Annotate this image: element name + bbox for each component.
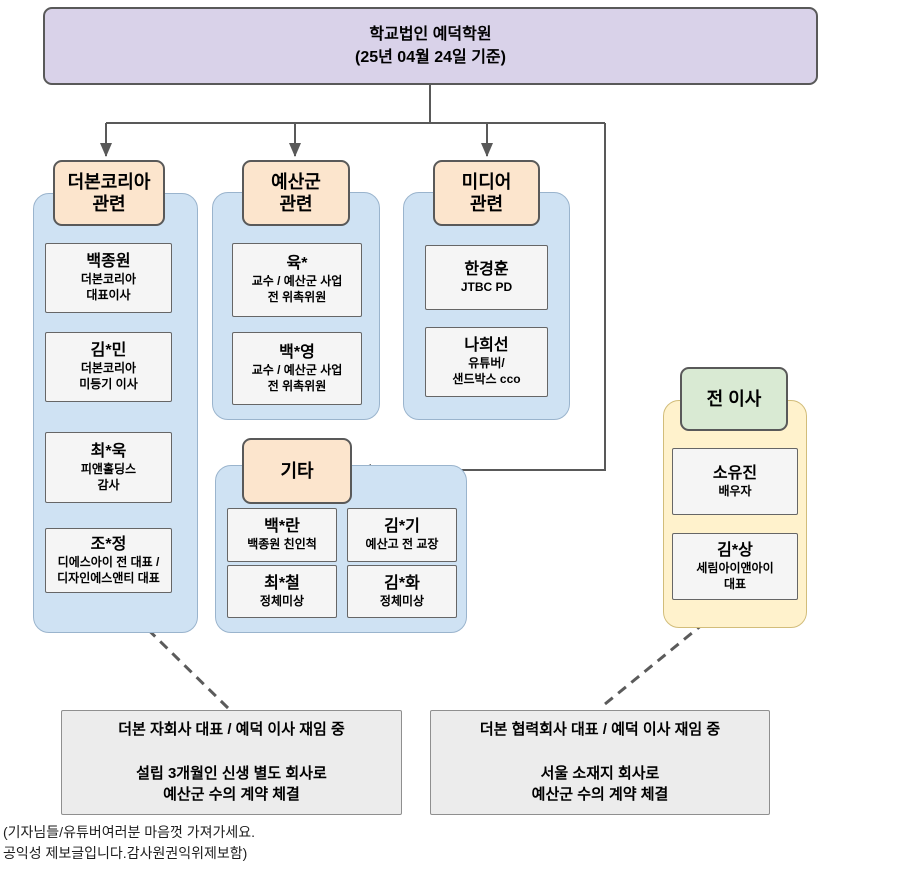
person-name: 백*영 xyxy=(279,343,315,361)
person-card: 백종원 더본코리아 대표이사 xyxy=(45,243,172,313)
root-org-date: (25년 04월 24일 기준) xyxy=(355,49,506,66)
person-card: 김*민 더본코리아 미등기 이사 xyxy=(45,332,172,402)
person-role: 정체미상 xyxy=(259,593,305,608)
person-role: 유튜버/ 샌드박스 cco xyxy=(452,356,521,386)
person-name: 최*철 xyxy=(264,574,300,592)
footer-caption: (기자님들/유튜버여러분 마음껏 가져가세요. 공익성 제보글입니다.감사원권익… xyxy=(3,824,256,861)
person-role: 예산고 전 교장 xyxy=(365,537,439,552)
person-card: 백*영 교수 / 예산군 사업 전 위촉위원 xyxy=(232,332,362,405)
person-card: 최*철 정체미상 xyxy=(227,565,337,618)
person-role: 백종원 친인척 xyxy=(247,537,317,552)
person-card: 김*기 예산고 전 교장 xyxy=(347,508,457,562)
person-role: 디에스아이 전 대표 / 디자인에스앤티 대표 xyxy=(57,554,160,585)
person-role: 교수 / 예산군 사업 전 위촉위원 xyxy=(251,274,343,304)
person-name: 김*민 xyxy=(90,342,127,360)
group-header-theborn: 더본코리아 관련 xyxy=(53,160,165,226)
group-header-former-director: 전 이사 xyxy=(680,367,788,431)
person-name: 백*란 xyxy=(264,518,300,536)
person-card: 조*정 디에스아이 전 대표 / 디자인에스앤티 대표 xyxy=(45,528,172,593)
person-role: 더본코리아 대표이사 xyxy=(80,272,137,302)
group-header-etc: 기타 xyxy=(242,438,352,504)
person-role: 세림아이앤아이 대표 xyxy=(696,560,774,591)
person-name: 김*화 xyxy=(384,574,420,592)
group-header-yesan: 예산군 관련 xyxy=(242,160,350,226)
person-card: 백*란 백종원 친인척 xyxy=(227,508,337,562)
person-name: 조*정 xyxy=(90,535,127,553)
root-org-box: 학교법인 예덕학원 (25년 04월 24일 기준) xyxy=(43,7,818,85)
person-name: 한경훈 xyxy=(464,260,509,278)
root-org-title: 학교법인 예덕학원 xyxy=(369,25,492,43)
person-card: 육* 교수 / 예산군 사업 전 위촉위원 xyxy=(232,243,362,317)
person-name: 소유진 xyxy=(712,464,758,482)
person-name: 김*상 xyxy=(717,541,753,559)
person-role: JTBC PD xyxy=(460,279,513,294)
person-role: 정체미상 xyxy=(379,593,425,608)
person-role: 피앤홀딩스 감사 xyxy=(80,461,137,492)
person-role: 더본코리아 미등기 이사 xyxy=(79,361,138,391)
person-card: 나희선 유튜버/ 샌드박스 cco xyxy=(425,327,548,397)
note-partner-contract: 더본 협력회사 대표 / 예덕 이사 재임 중 서울 소재지 회사로 예산군 수… xyxy=(430,710,770,815)
group-header-media: 미디어 관련 xyxy=(433,160,540,226)
person-name: 김*기 xyxy=(384,518,420,536)
person-card: 최*욱 피앤홀딩스 감사 xyxy=(45,432,172,503)
note-subsidiary-contract: 더본 자회사 대표 / 예덕 이사 재임 중 설립 3개월인 신생 별도 회사로… xyxy=(61,710,402,815)
person-name: 육* xyxy=(286,255,308,273)
person-card: 김*화 정체미상 xyxy=(347,565,457,618)
person-name: 백종원 xyxy=(86,253,131,271)
person-role: 교수 / 예산군 사업 전 위촉위원 xyxy=(251,362,343,393)
person-card: 한경훈 JTBC PD xyxy=(425,245,548,310)
person-name: 나희선 xyxy=(464,337,509,355)
person-role: 배우자 xyxy=(718,483,752,498)
person-card: 김*상 세림아이앤아이 대표 xyxy=(672,533,798,600)
person-name: 최*욱 xyxy=(90,442,127,460)
person-card: 소유진 배우자 xyxy=(672,448,798,515)
